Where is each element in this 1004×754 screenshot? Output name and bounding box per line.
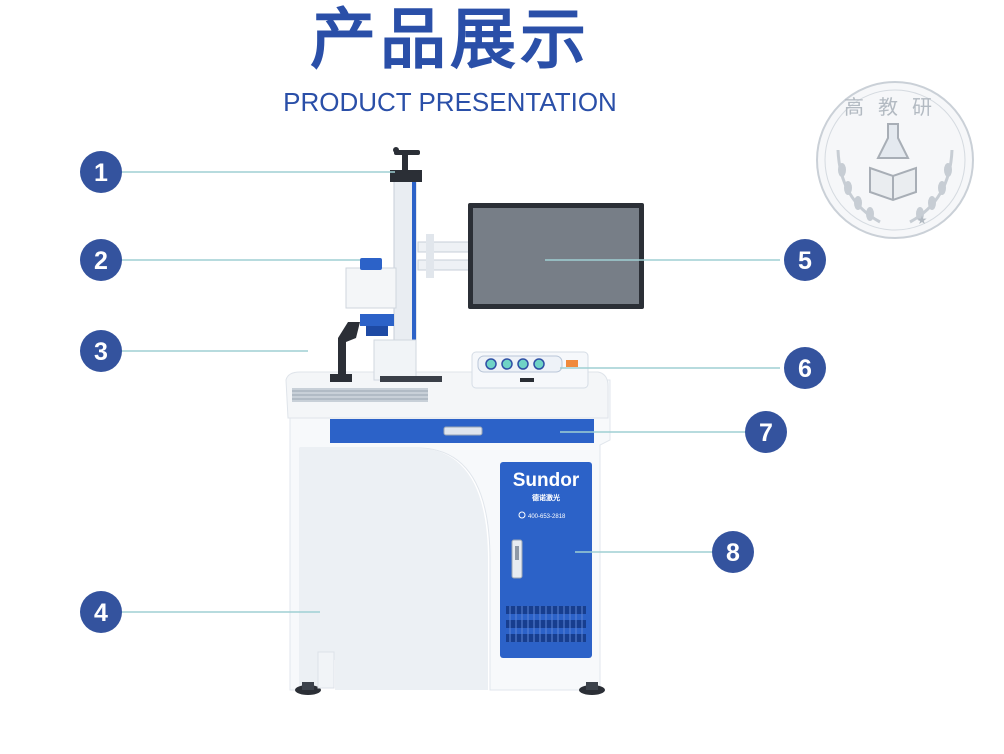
hotline-number: 400-653-2818 xyxy=(528,514,566,520)
monitor-screen xyxy=(473,208,639,304)
callout-1: 1 xyxy=(80,151,122,193)
callout-4: 4 xyxy=(80,591,122,633)
callout-5: 5 xyxy=(784,239,826,281)
desk-left-inner xyxy=(300,448,488,690)
watermark-text: 高教研 xyxy=(844,95,946,119)
svg-text:★: ★ xyxy=(917,213,928,227)
callout-4-number: 4 xyxy=(94,599,108,627)
callout-badges: 1 2 3 4 5 6 7 8 xyxy=(80,151,826,633)
laser-head xyxy=(345,267,397,309)
drawer-handle xyxy=(443,426,483,436)
watermark-seal: 高教研 ★ xyxy=(816,81,974,239)
callout-6-number: 6 xyxy=(798,355,812,383)
control-buttons xyxy=(485,358,545,370)
callout-8-number: 8 xyxy=(726,539,740,567)
leader-lines xyxy=(120,171,780,613)
callout-6: 6 xyxy=(784,347,826,389)
callout-7-number: 7 xyxy=(759,419,773,447)
laser-marking-machine: Sundor 德诺激光 400-653-2818 xyxy=(285,147,644,695)
callout-8: 8 xyxy=(712,531,754,573)
brand-logo-cn: 德诺激光 xyxy=(532,493,560,502)
emergency-switch xyxy=(566,360,578,367)
callout-3: 3 xyxy=(80,330,122,372)
lens-bracket xyxy=(338,322,360,378)
phone-icon xyxy=(518,511,526,519)
workbench-grid-lines xyxy=(292,390,428,400)
callout-1-number: 1 xyxy=(94,159,108,187)
callout-3-number: 3 xyxy=(94,338,108,366)
callout-5-number: 5 xyxy=(798,247,812,275)
brand-logo: Sundor xyxy=(513,470,580,491)
page-title-en: PRODUCT PRESENTATION xyxy=(283,87,617,117)
callout-2-number: 2 xyxy=(94,247,108,275)
page-title-cn: 产品展示 xyxy=(310,1,590,78)
callout-2: 2 xyxy=(80,239,122,281)
callout-7: 7 xyxy=(745,411,787,453)
